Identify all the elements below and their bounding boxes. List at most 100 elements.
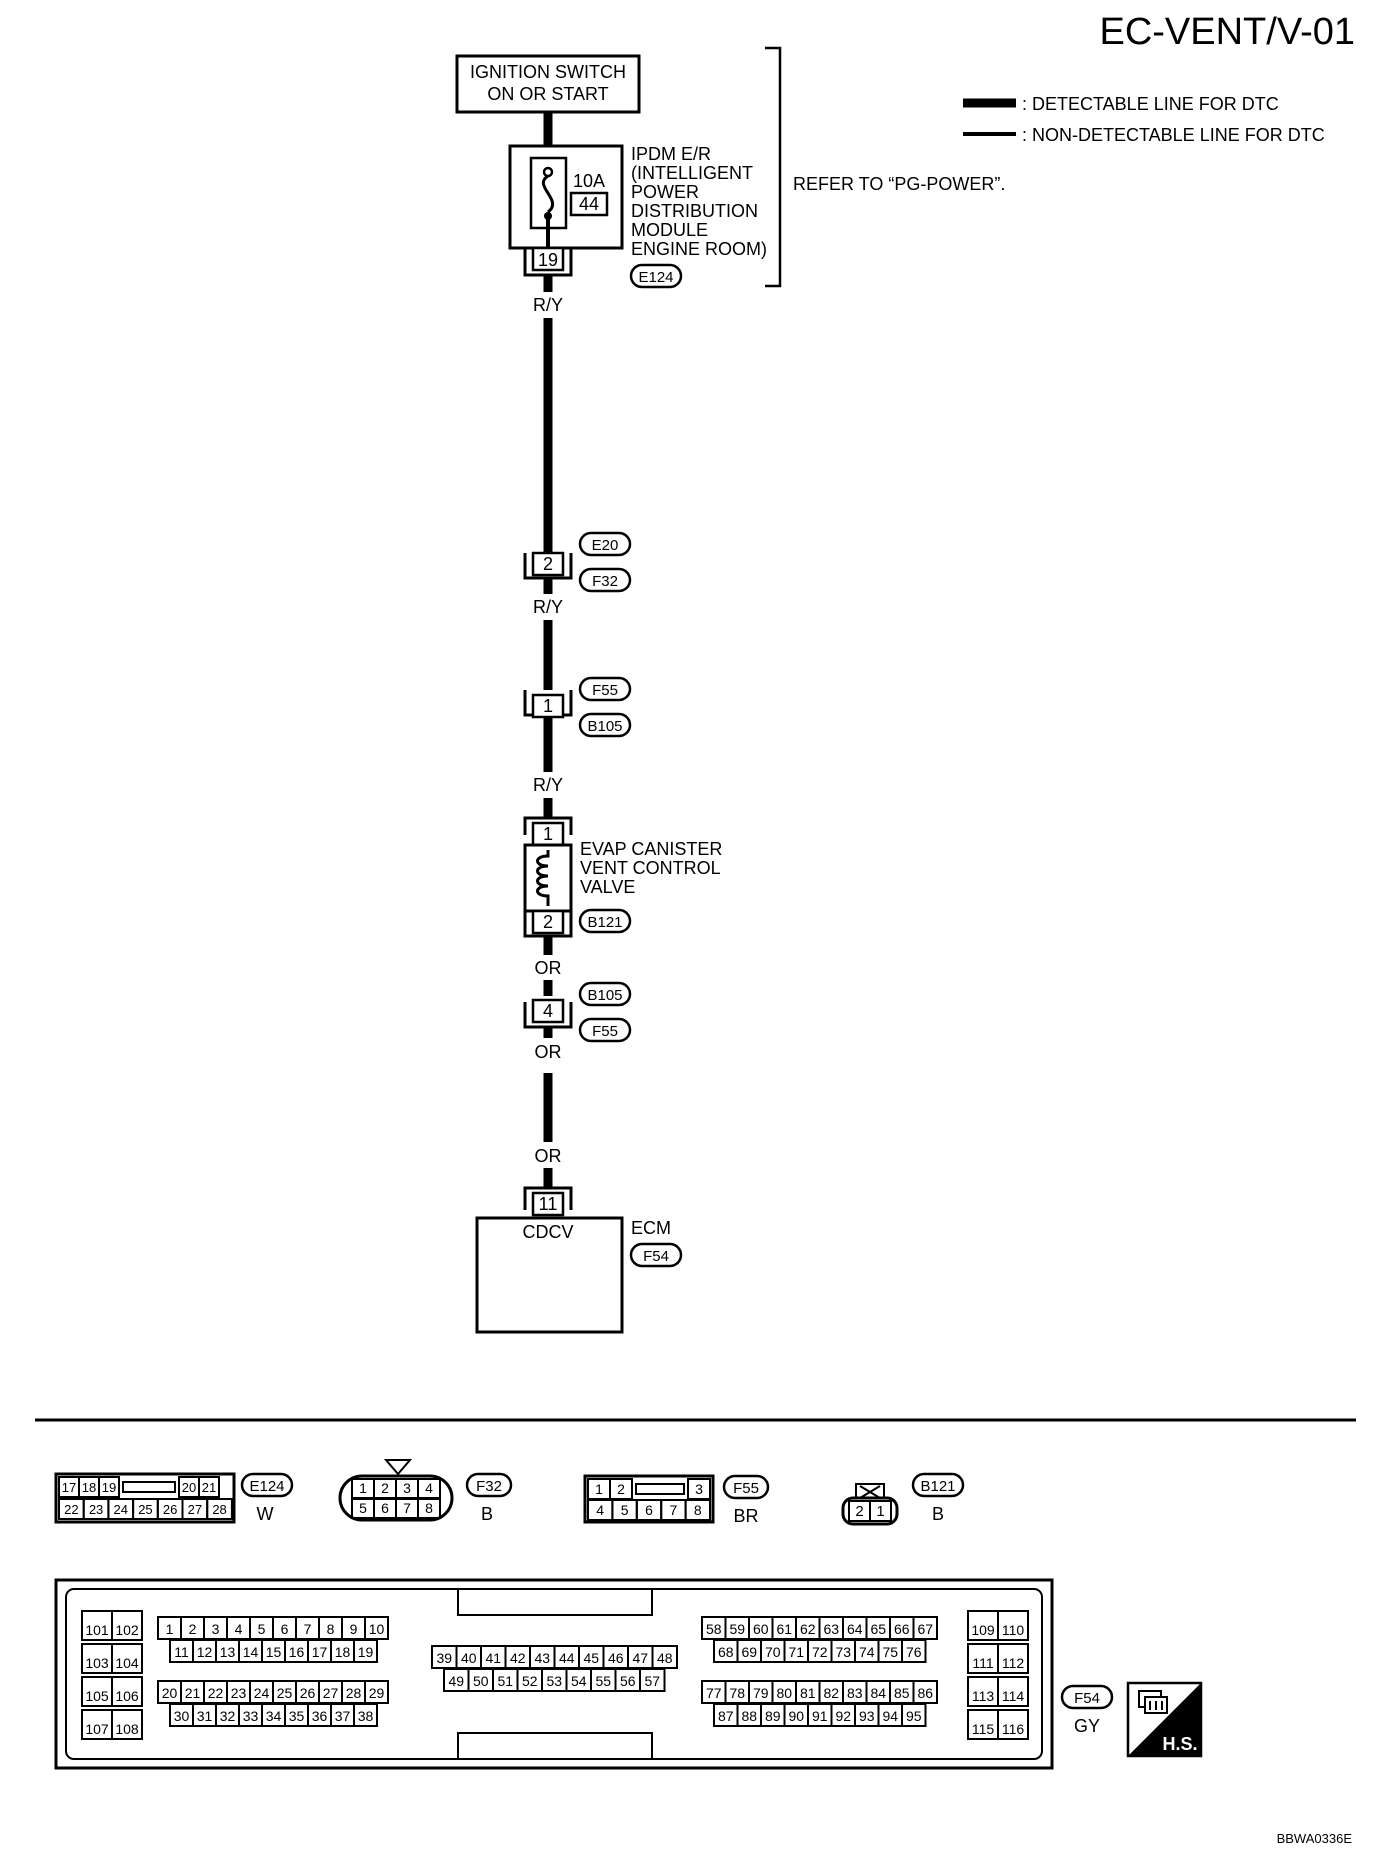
pin-number: 9 <box>350 1621 358 1637</box>
pin-number: 16 <box>289 1644 305 1660</box>
pin-number: 83 <box>847 1685 863 1701</box>
pin-number: 1 <box>876 1503 884 1520</box>
pin-number: 29 <box>369 1685 385 1701</box>
pin-number: 78 <box>729 1685 745 1701</box>
pin-number: 5 <box>621 1502 629 1518</box>
pin-number: 79 <box>753 1685 769 1701</box>
pin-number: 85 <box>894 1685 910 1701</box>
joint-connector-3: 4 B105 F55 <box>523 981 632 1043</box>
pin-number: 5 <box>359 1500 367 1516</box>
pin-number: 42 <box>510 1650 526 1666</box>
pin-number: 12 <box>197 1644 213 1660</box>
pin-number: 23 <box>231 1685 247 1701</box>
pin-number: 107 <box>85 1721 109 1737</box>
pin-number: 104 <box>115 1655 139 1671</box>
pin-number: 72 <box>812 1644 828 1660</box>
pin-number: 19 <box>358 1644 374 1660</box>
pin-number: 17 <box>62 1480 76 1495</box>
ecm-terminal: CDCV <box>522 1222 573 1242</box>
pin-number: 103 <box>85 1655 109 1671</box>
pin-number: 88 <box>741 1708 757 1724</box>
b121-color: B <box>932 1504 944 1524</box>
ignition-line1: IGNITION SWITCH <box>470 62 626 82</box>
ipdm-line5: MODULE <box>631 220 708 240</box>
pin-number: 64 <box>847 1621 863 1637</box>
pin-number: 77 <box>706 1685 722 1701</box>
pin-number: 51 <box>497 1673 513 1689</box>
joint1-pin: 2 <box>543 554 553 574</box>
ignition-line2: ON OR START <box>487 84 608 104</box>
pin-number: 31 <box>197 1708 213 1724</box>
pin-number: 40 <box>461 1650 477 1666</box>
pin-number: 24 <box>114 1502 128 1517</box>
pin-number: 3 <box>212 1621 220 1637</box>
wire-color-6: OR <box>535 1146 562 1166</box>
ipdm-line1: IPDM E/R <box>631 144 711 164</box>
hs-label: H.S. <box>1162 1734 1197 1754</box>
pin-cell <box>111 1709 143 1740</box>
pin-number: 6 <box>281 1621 289 1637</box>
pin-number: 4 <box>235 1621 243 1637</box>
ipdm-module: 10A 44 IPDM E/R (INTELLIGENT POWER DISTR… <box>508 46 1005 289</box>
pin-number: 58 <box>706 1621 722 1637</box>
ecm-label: ECM <box>631 1218 671 1238</box>
pin-number: 7 <box>670 1502 678 1518</box>
pin-number: 75 <box>882 1644 898 1660</box>
pin-cell <box>111 1610 143 1641</box>
pin-number: 57 <box>644 1673 660 1689</box>
pin-cell <box>111 1643 143 1674</box>
pin-number: 73 <box>835 1644 851 1660</box>
pin-number: 94 <box>882 1708 898 1724</box>
pin-cell <box>997 1643 1029 1674</box>
ipdm-connector: E124 <box>638 269 673 286</box>
pin-cell <box>901 1703 927 1727</box>
blank-key <box>122 1481 176 1493</box>
pin-number: 87 <box>718 1708 734 1724</box>
pin-number: 38 <box>358 1708 374 1724</box>
pin-number: 101 <box>85 1622 109 1638</box>
connector-b121-face <box>841 1496 899 1526</box>
pin-number: 116 <box>1002 1721 1025 1737</box>
pin-number: 111 <box>972 1655 993 1671</box>
joint2-pin: 1 <box>543 696 553 716</box>
pin-number: 89 <box>765 1708 781 1724</box>
wire-color-5: OR <box>535 1042 562 1062</box>
pin-number: 26 <box>300 1685 316 1701</box>
pin-number: 25 <box>138 1502 152 1517</box>
pin-number: 10 <box>369 1621 385 1637</box>
pin-number: 2 <box>855 1503 863 1520</box>
pin-number: 74 <box>859 1644 875 1660</box>
pin-number: 41 <box>485 1650 501 1666</box>
pin-number: 61 <box>776 1621 792 1637</box>
ecm-box: 11 CDCV ECM F54 <box>475 1186 683 1334</box>
pin-number: 20 <box>182 1480 196 1495</box>
pin-number: 39 <box>436 1650 452 1666</box>
refer-note: REFER TO “PG-POWER”. <box>793 174 1005 194</box>
pin-number: 105 <box>85 1688 109 1704</box>
pin-number: 62 <box>800 1621 816 1637</box>
pin-number: 108 <box>115 1721 139 1737</box>
pin-number: 1 <box>359 1480 367 1496</box>
joint1-conn-bottom: F32 <box>592 573 618 590</box>
wire-color-3: R/Y <box>533 775 563 795</box>
pin-cell <box>111 1676 143 1707</box>
pin-number: 70 <box>765 1644 781 1660</box>
connector-f55-face <box>583 1474 715 1524</box>
pin-number: 27 <box>323 1685 339 1701</box>
pin-number: 8 <box>327 1621 335 1637</box>
pin-number: 68 <box>718 1644 734 1660</box>
joint3-conn-bottom: F55 <box>592 1023 618 1040</box>
ecm-connector: F54 <box>643 1248 669 1265</box>
ignition-switch-box: IGNITION SWITCH ON OR START <box>455 54 641 114</box>
wire-color-2: R/Y <box>533 597 563 617</box>
pin-number: 44 <box>559 1650 575 1666</box>
pin-number: 24 <box>254 1685 270 1701</box>
pin-number: 35 <box>289 1708 305 1724</box>
pin-number: 26 <box>163 1502 177 1517</box>
pin-cell <box>869 1500 892 1522</box>
evap-canister-vent-valve: 1 2 EVAP CANISTER VENT CONTROL VALVE B12… <box>523 816 722 938</box>
joint-connector-2: 1 F55 B105 <box>523 676 632 738</box>
page-title: EC-VENT/V-01 <box>1099 11 1355 53</box>
